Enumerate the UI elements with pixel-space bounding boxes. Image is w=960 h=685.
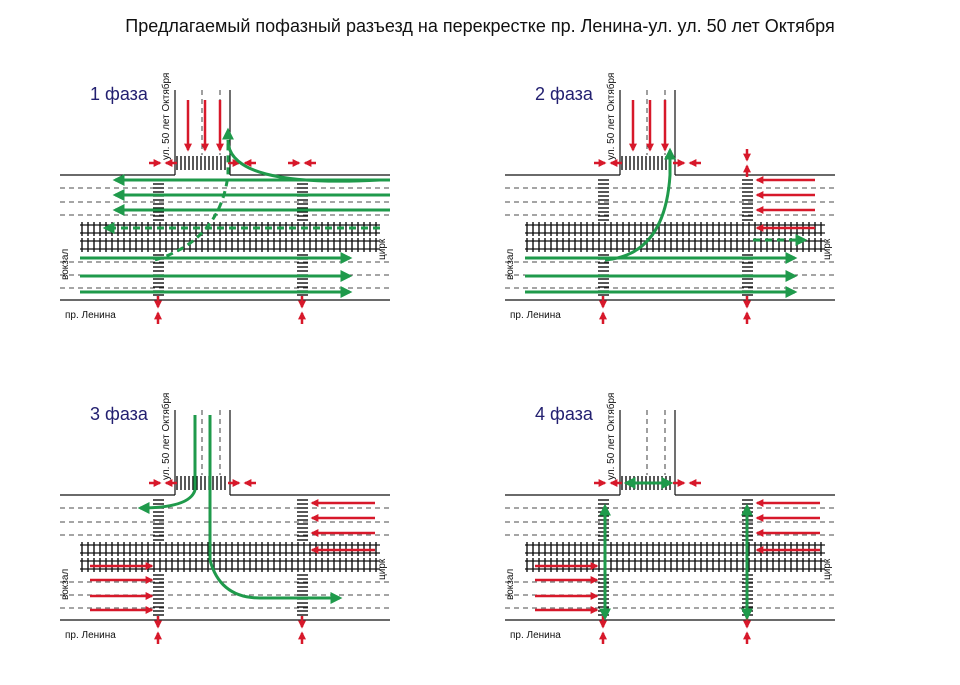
phase-4-panel: 4 фаза ул. 50 лет Октября вокзал цирк пр. Ле…: [505, 393, 835, 644]
phase-label: 3 фаза: [90, 404, 149, 424]
left-end-label: вокзал: [505, 569, 516, 600]
main-street-label: пр. Ленина: [510, 630, 561, 641]
left-turn-arrow: [154, 127, 234, 262]
phase-1-panel: 1 фаза ул. 50 лет Октября вокзал цирк пр. Ле…: [60, 73, 390, 324]
right-end-label: цирк: [822, 558, 833, 580]
side-street-label: ул. 50 лет Октября: [605, 393, 617, 480]
main-street-label: пр. Ленина: [65, 310, 116, 321]
page-title: Предлагаемый пофазный разъезд на перекре…: [125, 16, 835, 36]
main-street-label: пр. Ленина: [65, 630, 116, 641]
side-street-label: ул. 50 лет Октября: [160, 73, 172, 160]
phase-label: 4 фаза: [535, 404, 594, 424]
phase-label: 2 фаза: [535, 84, 594, 104]
left-end-label: вокзал: [60, 569, 71, 600]
phase-2-panel: 2 фаза ул. 50 лет Октября вокзал цирк пр. Ле…: [505, 73, 835, 324]
phase-label: 1 фаза: [90, 84, 149, 104]
right-end-label: цирк: [822, 238, 833, 260]
right-end-label: цирк: [377, 238, 388, 260]
right-turn-arrow: [137, 415, 197, 514]
side-street-label: ул. 50 лет Октября: [605, 73, 617, 160]
left-end-label: вокзал: [505, 249, 516, 280]
main-street-label: пр. Ленина: [510, 310, 561, 321]
right-end-label: цирк: [377, 558, 388, 580]
left-turn-arrow: [208, 415, 343, 604]
left-end-label: вокзал: [60, 249, 71, 280]
right-turn-arrow: [226, 139, 381, 183]
phase-3-panel: 3 фаза ул. 50 лет Октября вокзал цирк пр. Ле…: [60, 393, 390, 644]
side-street-label: ул. 50 лет Октября: [160, 393, 172, 480]
left-turn-arrow: [604, 147, 676, 262]
